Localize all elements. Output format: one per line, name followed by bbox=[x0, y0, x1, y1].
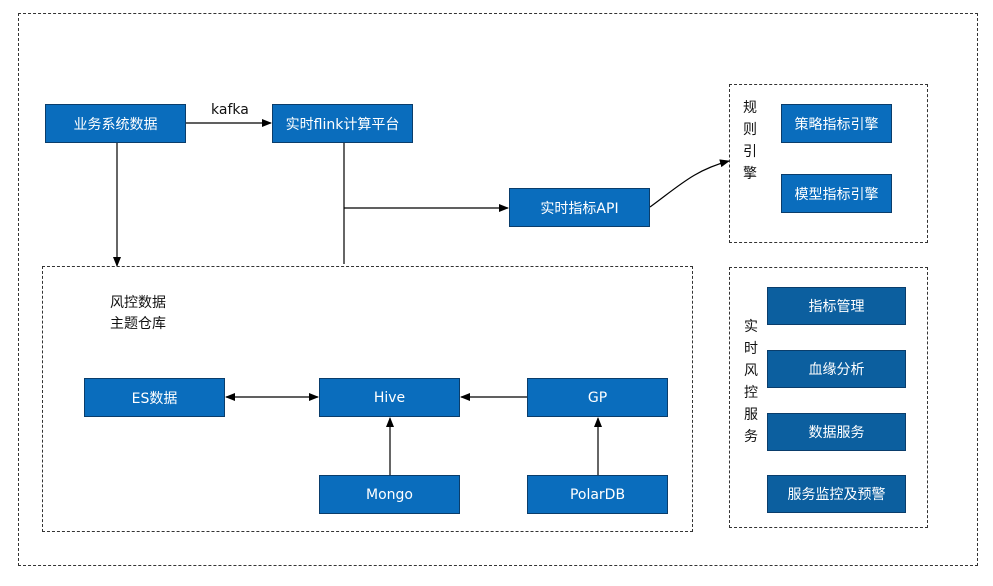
node-flink[interactable]: 实时flink计算平台 bbox=[272, 104, 413, 143]
node-strategy-engine[interactable]: 策略指标引擎 bbox=[781, 104, 892, 143]
node-mongo[interactable]: Mongo bbox=[319, 475, 460, 514]
node-biz-data[interactable]: 业务系统数据 bbox=[45, 104, 186, 143]
node-metric-mgmt[interactable]: 指标管理 bbox=[767, 287, 906, 325]
group-warehouse-label-2: 主题仓库 bbox=[110, 316, 166, 332]
node-metric-api[interactable]: 实时指标API bbox=[509, 188, 650, 227]
node-model-engine[interactable]: 模型指标引擎 bbox=[781, 174, 892, 213]
node-monitor-alert[interactable]: 服务监控及预警 bbox=[767, 475, 906, 513]
group-warehouse-label-1: 风控数据 bbox=[110, 295, 166, 311]
group-rule-engine bbox=[729, 84, 928, 243]
node-data-service[interactable]: 数据服务 bbox=[767, 413, 906, 451]
edge-label-kafka: kafka bbox=[211, 102, 249, 118]
group-realtime-service bbox=[729, 267, 928, 528]
group-warehouse bbox=[42, 266, 693, 532]
edge-api-to-rule-engine bbox=[649, 159, 730, 208]
group-realtime-service-label: 实时风控服务 bbox=[744, 319, 758, 445]
node-es-data[interactable]: ES数据 bbox=[84, 378, 225, 417]
node-lineage[interactable]: 血缘分析 bbox=[767, 350, 906, 388]
node-hive[interactable]: Hive bbox=[319, 378, 460, 417]
group-rule-engine-label: 规则引擎 bbox=[743, 100, 757, 182]
node-polardb[interactable]: PolarDB bbox=[527, 475, 668, 514]
node-gp[interactable]: GP bbox=[527, 378, 668, 417]
outer-frame bbox=[18, 13, 978, 566]
